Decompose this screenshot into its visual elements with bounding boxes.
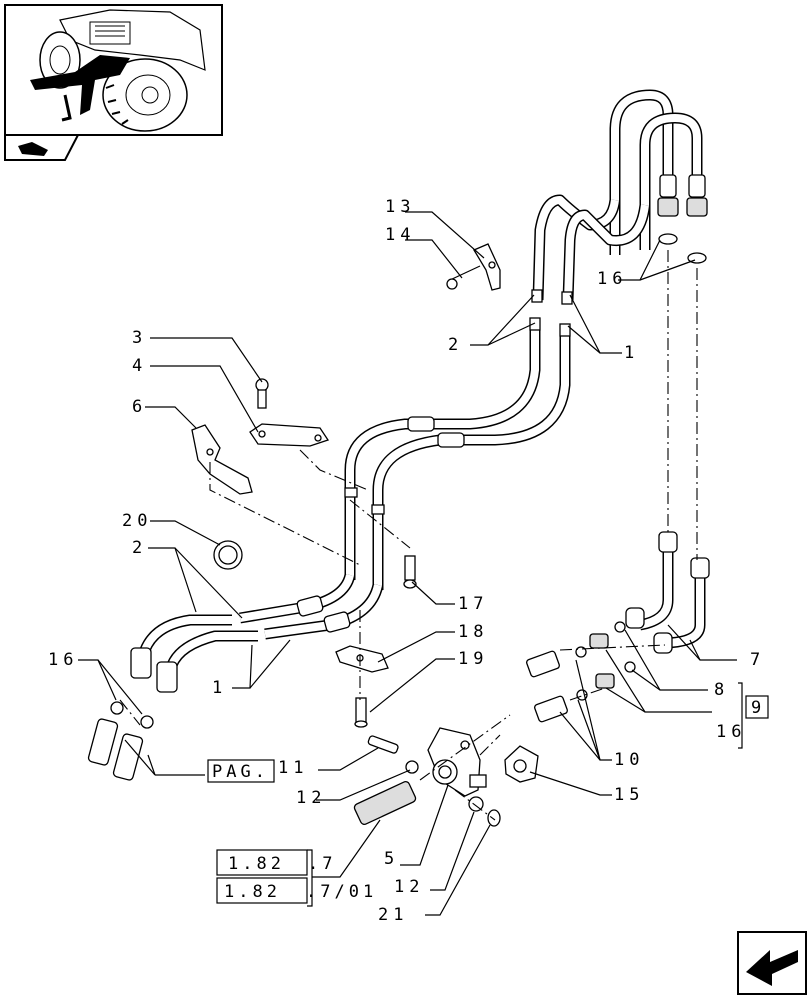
- callout-4: 4: [132, 356, 147, 376]
- callout-9-box: [745, 695, 769, 719]
- ref1-box: [216, 849, 308, 876]
- callout-14: 14: [385, 225, 415, 245]
- bolt-11-washer-12: [367, 735, 419, 774]
- ref2-box-text: 1.82: [224, 882, 281, 902]
- ref1-suffix: .7: [308, 854, 336, 874]
- callout-16-left: 16: [48, 650, 78, 670]
- callout-18: 18: [458, 622, 488, 642]
- callout-20: 20: [122, 511, 152, 531]
- adapter-fittings: [526, 621, 636, 723]
- assembly-lines: [119, 250, 698, 821]
- callout-1-top: 1: [624, 343, 639, 363]
- pipe-assembly: [130, 89, 710, 693]
- callout-15: 15: [614, 785, 644, 805]
- nipple: [353, 781, 417, 825]
- pag-reference-box: [207, 759, 275, 783]
- clamp-20: [213, 540, 243, 570]
- ref2-box: [216, 877, 308, 904]
- callout-12b: 12: [394, 877, 424, 897]
- callout-17: 17: [458, 594, 488, 614]
- callout-8: 8: [714, 680, 729, 700]
- callout-21: 21: [378, 905, 408, 925]
- callout-labels: 13 14 16 2 1 3 4 6 20 2 17 18 19 16 1 7 …: [48, 197, 769, 925]
- callout-12: 12: [296, 788, 326, 808]
- ref2-suffix: .7/01: [306, 882, 377, 902]
- callout-11: 11: [278, 758, 308, 778]
- callout-16-right: 16: [716, 722, 746, 742]
- callout-2-low: 2: [132, 538, 147, 558]
- bracket-6: [191, 424, 253, 495]
- callout-6: 6: [132, 397, 147, 417]
- bolt-17: [403, 555, 417, 589]
- callout-5: 5: [384, 849, 399, 869]
- callout-3: 3: [132, 328, 147, 348]
- callout-16-top: 16: [597, 269, 627, 289]
- page-tab-icon: [4, 134, 80, 161]
- coupler-left: [87, 701, 154, 781]
- callout-7: 7: [750, 650, 765, 670]
- bolt-14: [446, 265, 481, 290]
- callout-10: 10: [614, 750, 644, 770]
- bolt-19: [354, 697, 368, 728]
- sensor-15: [504, 745, 539, 783]
- callout-13: 13: [385, 197, 415, 217]
- ref1-box-text: 1.82: [228, 854, 285, 874]
- next-page-arrow-icon[interactable]: [737, 931, 807, 995]
- reference-boxes: PAG. 1.82 .7 1.82 .7/01: [207, 759, 377, 907]
- washer-12b-nut-21: [468, 796, 501, 827]
- bracket-18: [335, 645, 389, 673]
- plate-4: [249, 423, 330, 447]
- pag-reference: PAG.: [212, 762, 269, 782]
- bolt-3: [255, 378, 269, 409]
- callout-2-top: 2: [448, 335, 463, 355]
- leader-lines: [78, 211, 737, 916]
- callout-1-low: 1: [212, 678, 227, 698]
- callout-9: 9: [751, 698, 766, 718]
- callout-19: 19: [458, 649, 488, 669]
- tractor-thumbnail: [4, 4, 223, 136]
